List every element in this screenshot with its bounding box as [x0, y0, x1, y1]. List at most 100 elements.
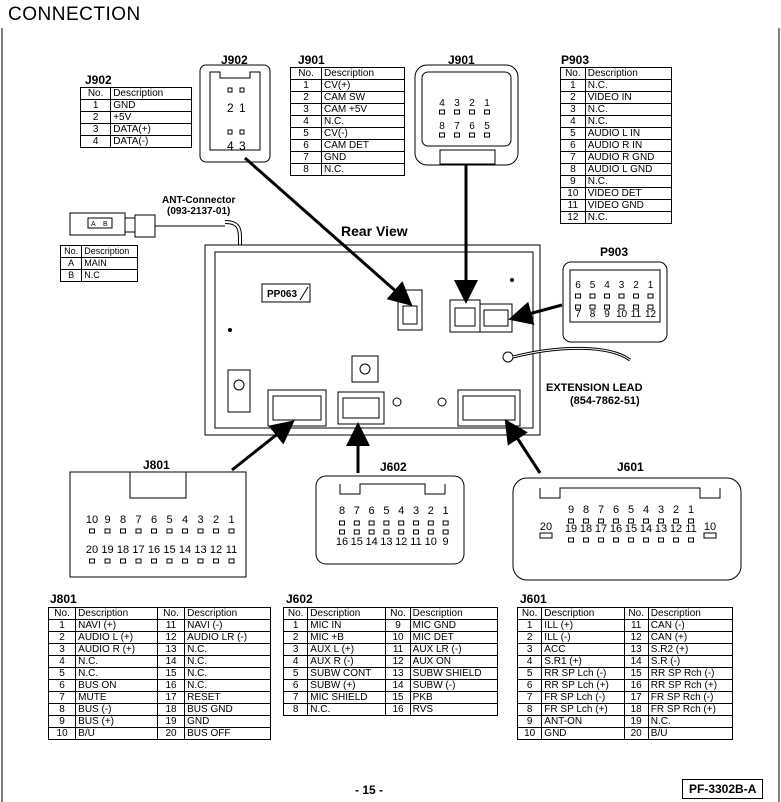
- p903-pin-label: 6: [575, 280, 581, 291]
- p903-pin-label: 1: [648, 280, 654, 291]
- header-no: No.: [282, 607, 309, 620]
- pin-number: 2: [47, 631, 77, 644]
- pin-description: DATA(-): [110, 135, 192, 148]
- pin-number: 7: [516, 691, 543, 704]
- pin-number: 2: [516, 631, 543, 644]
- j902-plug: 2 1 4 3: [199, 64, 271, 163]
- j602-pin-label: 16: [336, 536, 348, 548]
- pin-description: BUS GND: [184, 703, 271, 716]
- pin-number: 10: [560, 187, 586, 200]
- pin-description: MIC IN: [307, 619, 387, 632]
- p903-table-title: P903: [561, 53, 590, 67]
- j601-pin-label: 19: [565, 523, 577, 535]
- pin-description: GND: [321, 151, 405, 164]
- pin-number: 11: [623, 619, 649, 632]
- j801-pin: [89, 558, 95, 564]
- pin-number: 13: [385, 667, 411, 680]
- pin-description: CAN (+): [647, 631, 734, 644]
- pin-description: N.C: [81, 269, 138, 282]
- j602-pin: [427, 529, 434, 535]
- j901-pin: [484, 132, 490, 138]
- pin-number: 8: [282, 703, 309, 716]
- pin-number: 7: [47, 691, 77, 704]
- j602-pin-label: 5: [383, 505, 389, 517]
- pin-description: AUDIO R (+): [75, 643, 158, 656]
- header-description: Description: [409, 607, 499, 620]
- pin-number: 15: [385, 691, 411, 704]
- j801-table-title: J801: [50, 592, 77, 606]
- pin-number: 16: [156, 679, 186, 692]
- pin-number: 20: [623, 727, 649, 740]
- j602-pin-label: 6: [369, 505, 375, 517]
- j602-pin-label: 2: [428, 505, 434, 517]
- pin-number: 2: [79, 111, 112, 124]
- pin-number: 5: [290, 127, 322, 140]
- pin-description: AUDIO R GND: [584, 151, 673, 164]
- j901-pin-label: 4: [439, 98, 445, 109]
- j801-pin: [89, 528, 95, 534]
- pin-number: 4: [47, 655, 77, 668]
- j601-pin-label: 5: [628, 504, 634, 516]
- pin-number: 1: [47, 619, 77, 632]
- j901-pin-label: 1: [484, 98, 490, 109]
- pin-description: DATA(+): [110, 123, 192, 136]
- j601-pin: [703, 532, 717, 539]
- ant-connector-plug: A B: [69, 212, 242, 370]
- pin-number: 16: [385, 703, 411, 716]
- j801-pin-label: 19: [101, 544, 113, 556]
- pin-description: ILL (+): [541, 619, 625, 632]
- pin-description: VIDEO GND: [584, 199, 673, 212]
- pin-number: 3: [282, 643, 309, 656]
- p903-pin: [604, 293, 610, 299]
- pin-number: 5: [560, 127, 586, 140]
- j601-pin-label: 13: [655, 523, 667, 535]
- j602-table-title: J602: [286, 592, 313, 606]
- j601-pin-label: 20: [540, 521, 552, 533]
- pin-number: 10: [47, 727, 77, 740]
- pin-description: N.C.: [184, 643, 271, 656]
- pin-number: 4: [560, 115, 586, 128]
- pin-description: N.C.: [75, 655, 158, 668]
- j602-pin: [353, 520, 360, 526]
- j601-pin: [688, 537, 694, 543]
- pin-number: 15: [623, 667, 649, 680]
- header-no: No.: [560, 67, 586, 80]
- j601-pin-label: 10: [704, 521, 716, 533]
- pin-number: 8: [516, 703, 543, 716]
- j601-pin: [568, 537, 574, 543]
- p903-pin: [604, 304, 610, 310]
- j602-pin-label: 1: [443, 505, 449, 517]
- pin-number: 3: [560, 103, 586, 116]
- pin-number: 3: [47, 643, 77, 656]
- j601-pin: [613, 518, 619, 524]
- pin-number: 4: [282, 655, 309, 668]
- pin-description: VIDEO DET: [584, 187, 673, 200]
- j801-pin-label: 17: [132, 544, 144, 556]
- j602-pin-label: 4: [398, 505, 404, 517]
- j602-pin: [398, 520, 405, 526]
- j601-pin: [673, 518, 679, 524]
- pin-description: CAM SW: [321, 91, 405, 104]
